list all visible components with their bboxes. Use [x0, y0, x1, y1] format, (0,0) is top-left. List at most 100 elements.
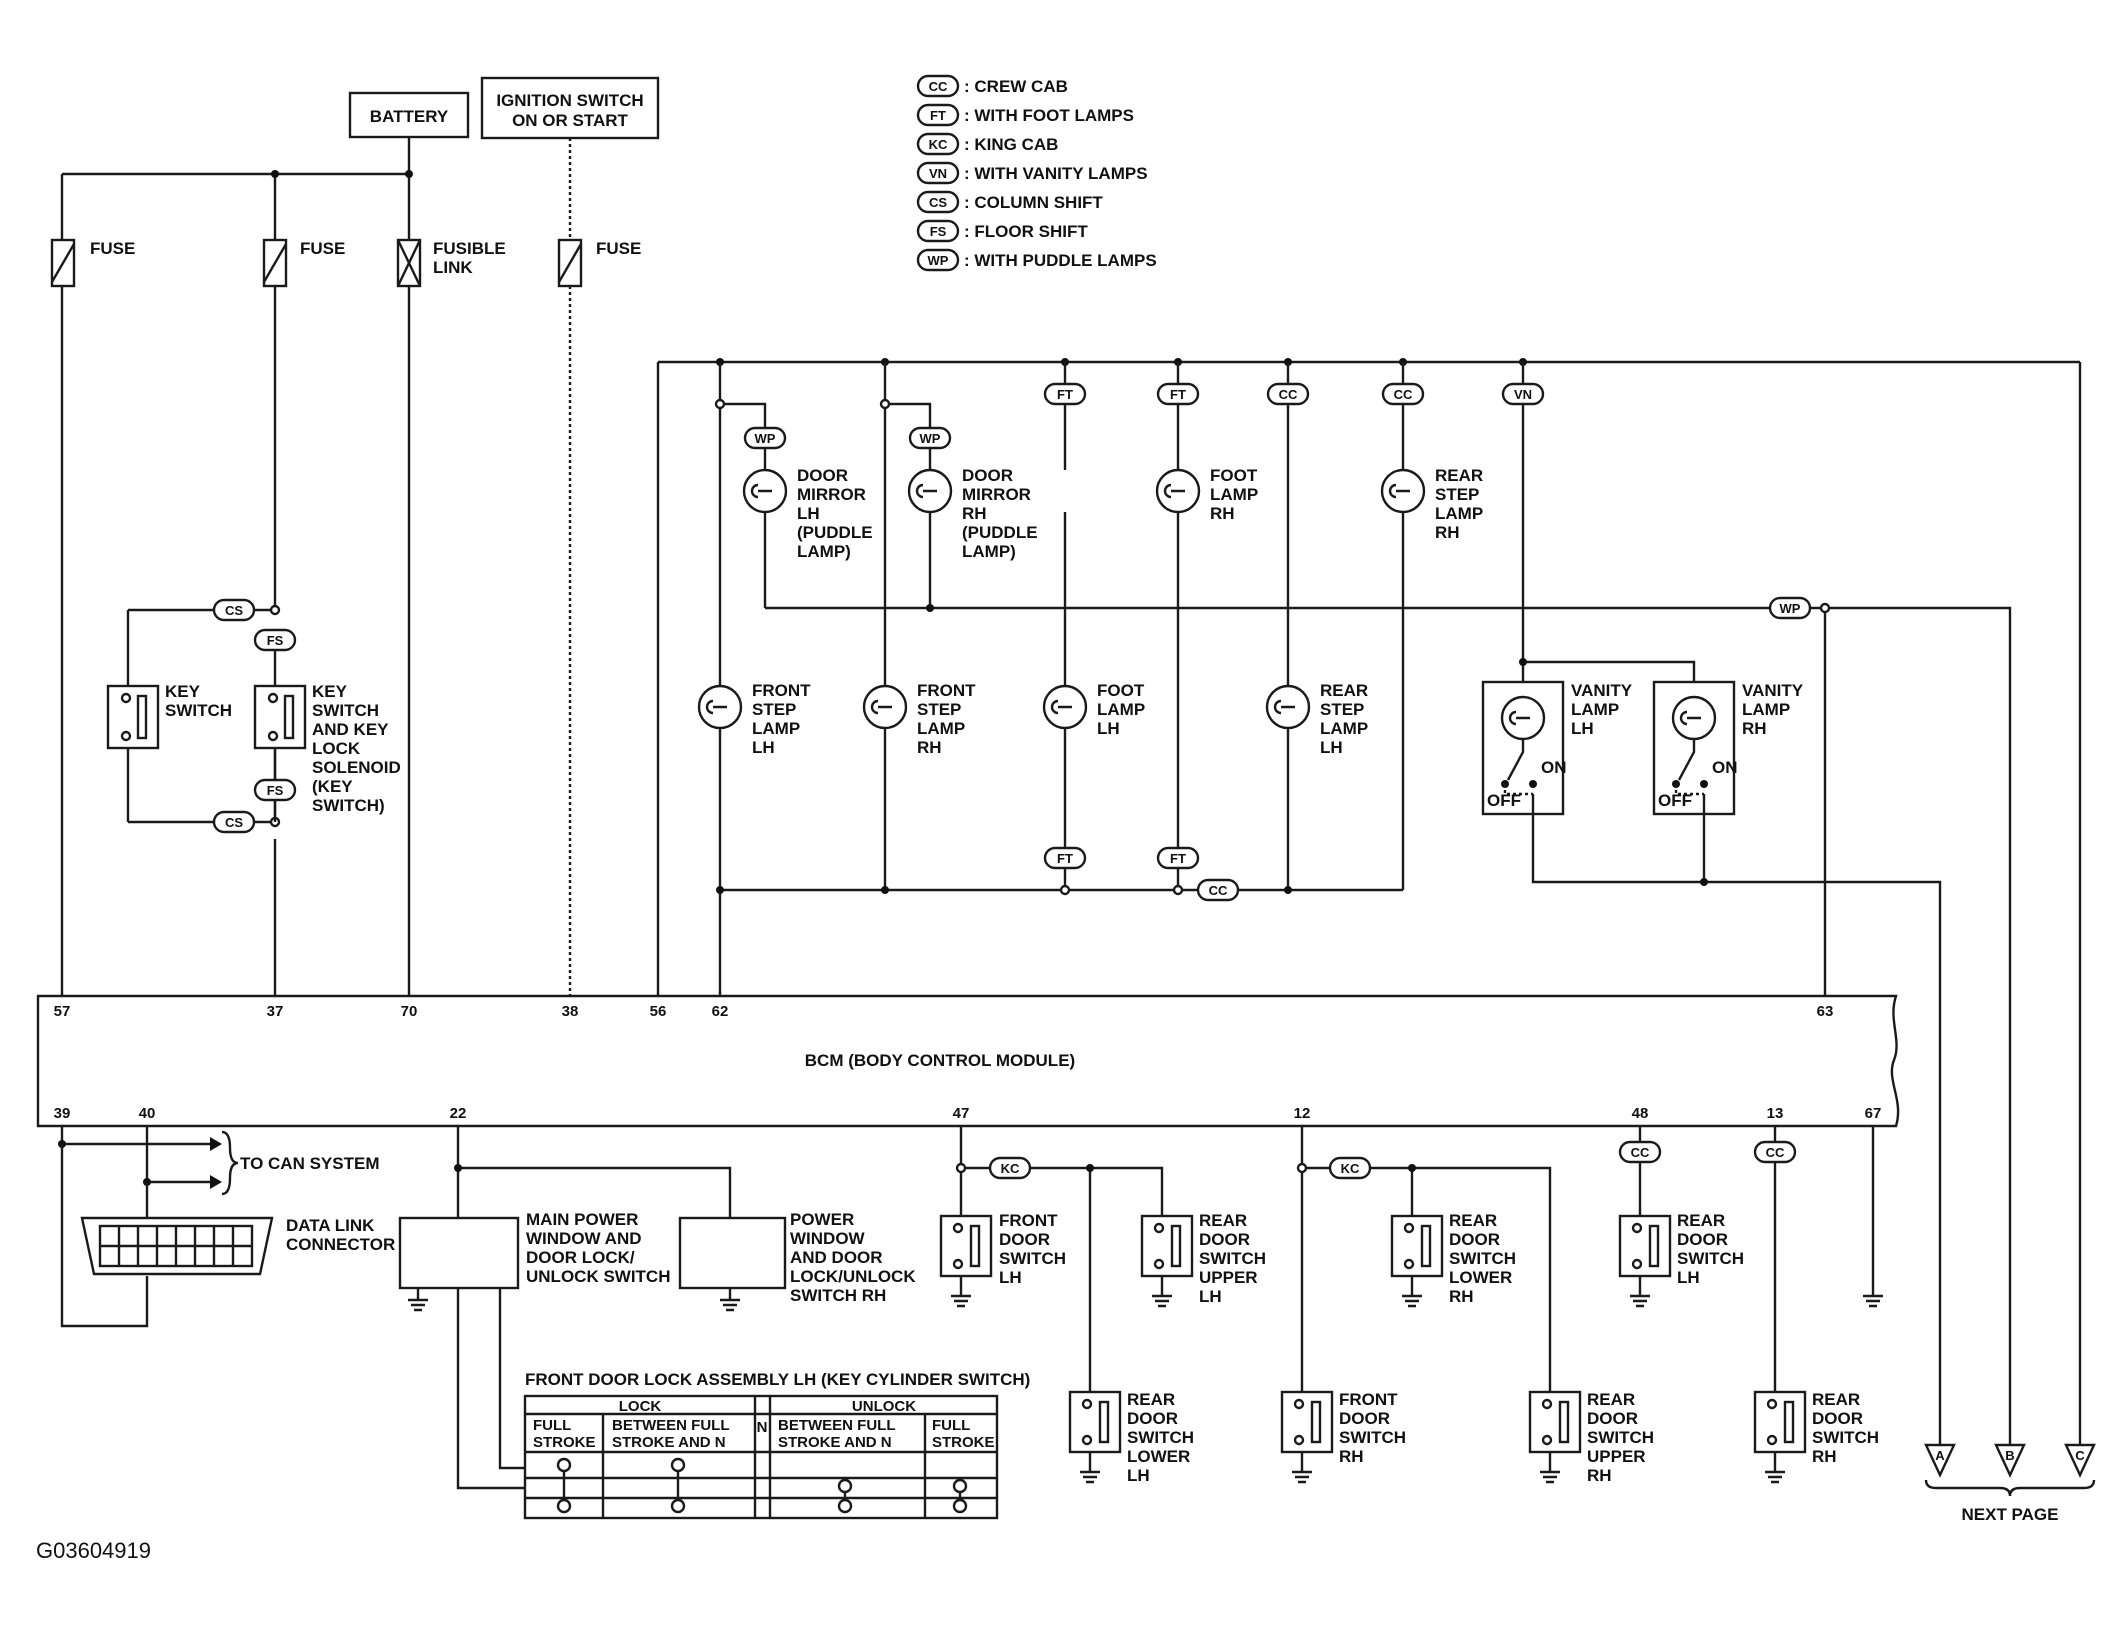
svg-text:(PUDDLE: (PUDDLE: [797, 523, 873, 542]
svg-text:LOCK: LOCK: [619, 1398, 662, 1415]
svg-text:40: 40: [139, 1105, 156, 1122]
svg-text:STROKE: STROKE: [533, 1434, 596, 1451]
svg-text:WP: WP: [1780, 601, 1801, 616]
svg-text:FUSIBLE: FUSIBLE: [433, 239, 506, 258]
svg-text:LOWER: LOWER: [1449, 1268, 1512, 1287]
svg-text:SWITCH: SWITCH: [999, 1249, 1066, 1268]
svg-text:FOOT: FOOT: [1097, 681, 1145, 700]
battery-box: BATTERY: [348, 91, 470, 139]
svg-text:STEP: STEP: [1435, 485, 1479, 504]
bcm-module: BCM (BODY CONTROL MODULE) 57 37 70 38 56…: [36, 994, 1900, 1128]
svg-text:: WITH PUDDLE LAMPS: : WITH PUDDLE LAMPS: [964, 251, 1157, 270]
front-step-lamp-rh: FRONT STEP LAMP RH: [862, 681, 976, 757]
svg-text:DOOR: DOOR: [999, 1230, 1050, 1249]
svg-text:BETWEEN FULL: BETWEEN FULL: [612, 1417, 730, 1434]
svg-text:IGNITION SWITCH: IGNITION SWITCH: [496, 91, 643, 110]
svg-text:CC: CC: [1631, 1145, 1650, 1160]
svg-text:KC: KC: [1001, 1161, 1020, 1176]
svg-text:UPPER: UPPER: [1587, 1447, 1646, 1466]
svg-text:SWITCH: SWITCH: [312, 701, 379, 720]
svg-text:RH: RH: [1435, 523, 1460, 542]
svg-text:FRONT: FRONT: [1339, 1390, 1398, 1409]
vanity-lamp-lh: ON OFF VANITY LAMP LH: [1481, 680, 1633, 816]
svg-text:37: 37: [267, 1003, 284, 1020]
svg-text:KC: KC: [929, 137, 948, 152]
front-door-switch-rh: FRONT DOOR SWITCH RH: [1280, 1390, 1406, 1484]
svg-text:LAMP: LAMP: [1320, 719, 1368, 738]
svg-text:63: 63: [1817, 1003, 1834, 1020]
svg-text:MAIN POWER: MAIN POWER: [526, 1210, 638, 1229]
svg-text:LAMP: LAMP: [1097, 700, 1145, 719]
svg-text:MIRROR: MIRROR: [962, 485, 1031, 504]
svg-text:UPPER: UPPER: [1199, 1268, 1258, 1287]
svg-text:RH: RH: [917, 738, 942, 757]
svg-text:LOCK: LOCK: [312, 739, 361, 758]
svg-text:(PUDDLE: (PUDDLE: [962, 523, 1038, 542]
svg-text:DOOR: DOOR: [962, 466, 1013, 485]
ignition-switch-box: IGNITION SWITCH ON OR START: [480, 76, 660, 140]
svg-text:LAMP: LAMP: [1571, 700, 1619, 719]
rear-door-switch-upper-lh: REAR DOOR SWITCH UPPER LH: [1140, 1211, 1266, 1308]
svg-text:NEXT PAGE: NEXT PAGE: [1962, 1505, 2059, 1524]
legend-item-wp: WP : WITH PUDDLE LAMPS: [916, 248, 1157, 272]
svg-text:: KING CAB: : KING CAB: [964, 135, 1058, 154]
svg-text:LAMP): LAMP): [797, 542, 851, 561]
svg-text:FT: FT: [1170, 387, 1186, 402]
rear-door-switch-rh-crew-cab: REAR DOOR SWITCH RH: [1753, 1390, 1879, 1484]
svg-text:CC: CC: [1279, 387, 1298, 402]
svg-text:REAR: REAR: [1199, 1211, 1247, 1230]
svg-text:CC: CC: [1766, 1145, 1785, 1160]
svg-text:REAR: REAR: [1320, 681, 1368, 700]
svg-text:: WITH VANITY LAMPS: : WITH VANITY LAMPS: [964, 164, 1148, 183]
svg-text:TO CAN SYSTEM: TO CAN SYSTEM: [240, 1154, 379, 1173]
svg-text:B: B: [2005, 1448, 2014, 1463]
next-page-connectors: A B C NEXT PAGE: [1924, 1443, 2096, 1524]
svg-text:DOOR: DOOR: [797, 466, 848, 485]
svg-text:CC: CC: [929, 79, 948, 94]
svg-text:UNLOCK: UNLOCK: [852, 1398, 916, 1415]
svg-text:VANITY: VANITY: [1571, 681, 1633, 700]
svg-text:FS: FS: [930, 224, 947, 239]
rear-door-switch-upper-rh: REAR DOOR SWITCH UPPER RH: [1528, 1390, 1654, 1485]
svg-text:CONNECTOR: CONNECTOR: [286, 1235, 395, 1254]
svg-text:DOOR: DOOR: [1127, 1409, 1178, 1428]
svg-text:A: A: [1935, 1448, 1945, 1463]
svg-text:FS: FS: [267, 633, 284, 648]
svg-text:RH: RH: [1587, 1466, 1612, 1485]
svg-text:SWITCH: SWITCH: [1449, 1249, 1516, 1268]
svg-text:N: N: [757, 1419, 768, 1436]
svg-text:CS: CS: [225, 603, 243, 618]
svg-text:BATTERY: BATTERY: [370, 107, 449, 126]
svg-text:38: 38: [562, 1003, 579, 1020]
rear-door-switch-lower-lh: REAR DOOR SWITCH LOWER LH: [1068, 1390, 1194, 1485]
svg-text:: FLOOR SHIFT: : FLOOR SHIFT: [964, 222, 1088, 241]
svg-text:WP: WP: [920, 431, 941, 446]
svg-text:FRONT: FRONT: [917, 681, 976, 700]
svg-text:SWITCH: SWITCH: [1199, 1249, 1266, 1268]
svg-text:FULL: FULL: [932, 1417, 970, 1434]
svg-text:DOOR LOCK/: DOOR LOCK/: [526, 1248, 635, 1267]
svg-text:FT: FT: [1057, 387, 1073, 402]
svg-text:LH: LH: [1677, 1268, 1700, 1287]
svg-text:: COLUMN SHIFT: : COLUMN SHIFT: [964, 193, 1103, 212]
power-window-switch-rh: POWER WINDOW AND DOOR LOCK/UNLOCK SWITCH…: [678, 1210, 916, 1312]
svg-text:LAMP: LAMP: [1210, 485, 1258, 504]
svg-text:VN: VN: [1514, 387, 1532, 402]
rear-door-switch-lower-rh: REAR DOOR SWITCH LOWER RH: [1390, 1211, 1516, 1308]
legend-item-cs: CS : COLUMN SHIFT: [916, 190, 1103, 214]
svg-text:DOOR: DOOR: [1587, 1409, 1638, 1428]
svg-text:AND DOOR: AND DOOR: [790, 1248, 883, 1267]
svg-text:CS: CS: [225, 815, 243, 830]
svg-text:ON: ON: [1541, 758, 1567, 777]
svg-text:RH: RH: [1210, 504, 1235, 523]
svg-text:REAR: REAR: [1587, 1390, 1635, 1409]
svg-text:LAMP): LAMP): [962, 542, 1016, 561]
svg-text:LAMP: LAMP: [752, 719, 800, 738]
svg-text:STROKE AND N: STROKE AND N: [612, 1434, 726, 1451]
key-switch: KEY SWITCH: [106, 682, 232, 750]
svg-text:LAMP: LAMP: [1435, 504, 1483, 523]
vanity-lamp-rh: ON OFF VANITY LAMP RH: [1652, 680, 1804, 816]
legend: CC : CREW CAB FT : WITH FOOT LAMPS KC : …: [916, 74, 1157, 272]
svg-text:RH: RH: [1339, 1447, 1364, 1466]
